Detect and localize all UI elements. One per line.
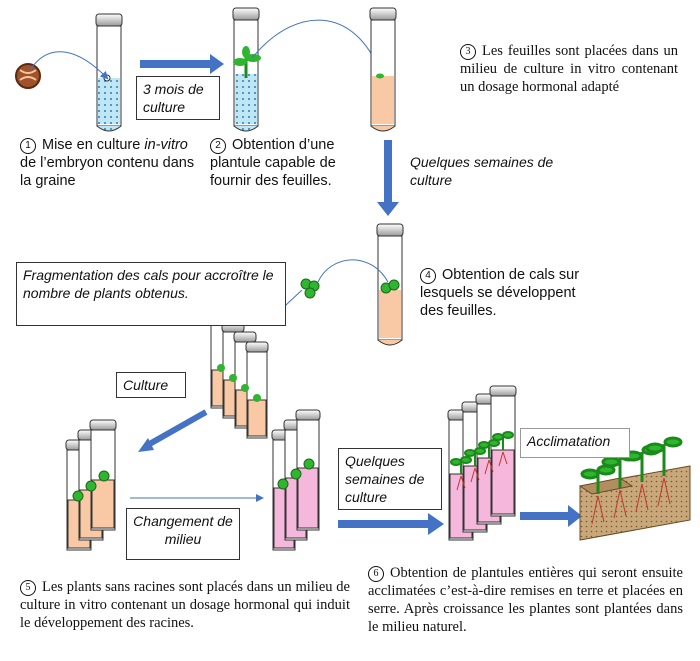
label-quelques-semaines-1: Quelques semaines de culture xyxy=(404,150,564,198)
seed-to-tube-line xyxy=(29,51,109,80)
arrow-5-6 xyxy=(338,513,444,535)
callus-icon xyxy=(300,278,320,299)
tube-group-pink xyxy=(271,409,321,551)
tube-3 xyxy=(369,7,397,132)
arrow-3-4 xyxy=(377,140,399,216)
tube-4 xyxy=(376,223,404,346)
step-6-number: 6 xyxy=(368,566,384,582)
step-2-number: 2 xyxy=(210,138,226,154)
step-5-number: 5 xyxy=(20,580,36,596)
label-3-mois: 3 mois de culture xyxy=(136,76,220,120)
tube-group-fragmentation xyxy=(209,301,269,439)
label-fragmentation: Fragmentation des cals pour accroître le… xyxy=(16,262,286,326)
arrow-1-2 xyxy=(140,54,224,74)
label-acclimatation: Acclimatation xyxy=(520,428,630,458)
step-3-number: 3 xyxy=(460,44,476,60)
tube-group-left xyxy=(65,419,117,551)
leaf-transfer-line xyxy=(251,19,384,80)
label-quelques-semaines-2: Quelques semaines de culture xyxy=(338,448,442,510)
arrow-culture xyxy=(144,409,208,449)
label-culture: Culture xyxy=(116,372,186,398)
tube-1 xyxy=(95,13,123,132)
seed-icon xyxy=(15,63,41,89)
step-1-number: 1 xyxy=(20,138,36,154)
arrow-acclimatation xyxy=(520,505,582,527)
tube-2 xyxy=(232,7,261,132)
callus-transfer-line xyxy=(317,259,389,283)
label-changement-milieu: Changement de milieu xyxy=(126,508,240,560)
step-4-number: 4 xyxy=(420,268,436,284)
tube-group-rooted xyxy=(447,385,517,541)
